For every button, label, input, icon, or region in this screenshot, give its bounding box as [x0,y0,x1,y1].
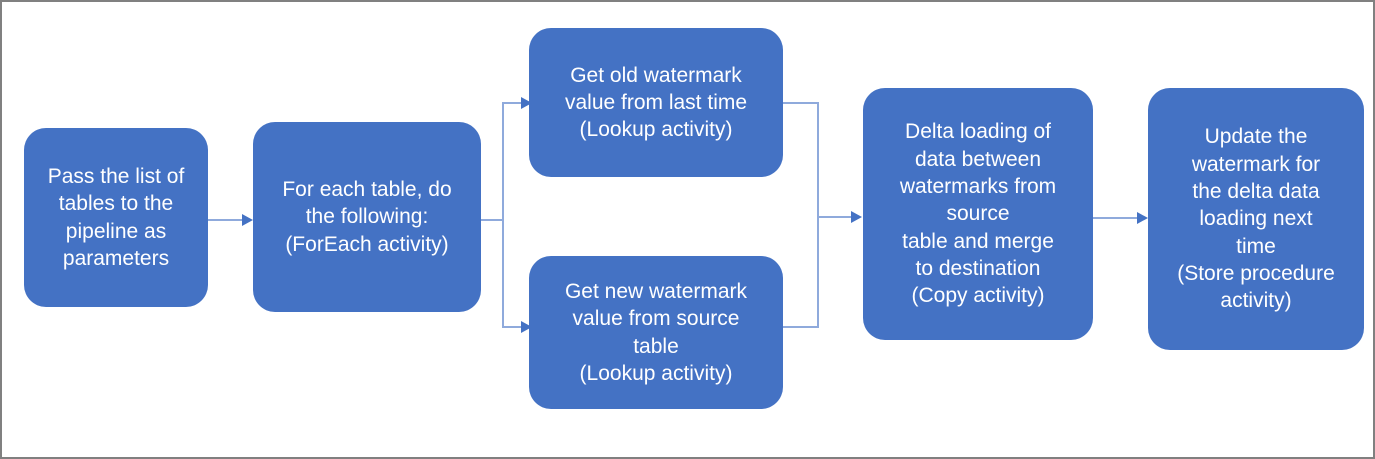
node-get-new-watermark[interactable]: Get new watermark value from source tabl… [529,256,783,409]
edge-delta-to-update-arrow [1137,212,1148,224]
node-label: Delta loading of data between watermarks… [899,120,1057,308]
node-pass-list-of-tables[interactable]: Pass the list of tables to the pipeline … [24,128,208,307]
edge-merge-vertical [817,102,819,328]
node-label: Get old watermark value from last time (… [564,63,748,142]
edge-foreach-to-new-watermark-arrow [521,321,532,333]
node-update-watermark[interactable]: Update the watermark for the delta data … [1148,88,1364,350]
node-for-each-table[interactable]: For each table, do the following: (ForEa… [253,122,481,312]
node-label: Pass the list of tables to the pipeline … [47,164,185,270]
edge-merge-to-delta-arrow [851,211,862,223]
node-get-old-watermark[interactable]: Get old watermark value from last time (… [529,28,783,177]
node-label: Get new watermark value from source tabl… [564,279,748,385]
edge-foreach-to-old-watermark-line [502,102,529,104]
node-label: Update the watermark for the delta data … [1177,125,1335,313]
edge-foreach-to-old-watermark-arrow [521,97,532,109]
edge-pass-to-foreach-line [208,219,244,221]
edge-foreach-split-vertical [502,102,504,328]
edge-pass-to-foreach-arrow [242,214,253,226]
edge-foreach-split-stub [481,219,504,221]
edge-old-watermark-merge-line [783,102,819,104]
node-delta-loading-copy[interactable]: Delta loading of data between watermarks… [863,88,1093,340]
edge-delta-to-update-line [1093,217,1139,219]
node-label: For each table, do the following: (ForEa… [282,178,452,256]
edge-merge-to-delta-line [817,216,855,218]
edge-new-watermark-merge-line [783,326,819,328]
edge-foreach-to-new-watermark-line [502,326,529,328]
